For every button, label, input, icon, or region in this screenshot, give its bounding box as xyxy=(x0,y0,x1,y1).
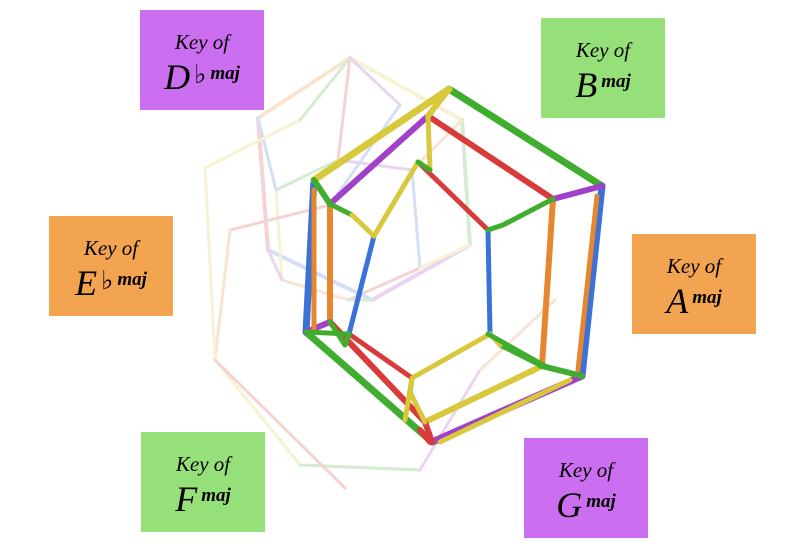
key-box-e-flat-major: Key of E♭maj xyxy=(49,216,173,316)
flat-sign: ♭ xyxy=(101,266,114,295)
ghost-edge xyxy=(298,56,352,122)
ghost-edge xyxy=(266,248,284,282)
key-prefix: Key of xyxy=(83,236,139,260)
ghost-edge xyxy=(256,116,270,252)
connector-edge xyxy=(550,183,605,202)
connector-edge xyxy=(425,86,452,119)
prism-edge xyxy=(485,331,548,369)
key-note: A xyxy=(666,281,689,321)
middle-edge xyxy=(327,113,431,207)
inner-edge xyxy=(415,159,491,233)
connector-edge xyxy=(327,201,355,218)
key-quality: maj xyxy=(117,269,147,290)
middle-edge xyxy=(327,319,428,425)
outer-edge xyxy=(445,85,606,190)
ghost-edge xyxy=(203,118,302,170)
ghost-edge xyxy=(348,56,464,122)
prism-edge xyxy=(417,427,433,445)
ghost-frame xyxy=(203,56,557,490)
ghost-edge xyxy=(348,56,402,107)
prism-edge xyxy=(303,329,352,337)
connector-edge xyxy=(500,196,556,228)
outer-edge xyxy=(578,182,606,380)
ghost-edge xyxy=(478,298,557,372)
connector-edge xyxy=(485,222,506,233)
prism-edge xyxy=(437,377,573,445)
middle-edge xyxy=(539,196,556,369)
ghost-edge xyxy=(328,103,402,207)
middle-edge xyxy=(422,363,545,425)
key-quality: maj xyxy=(692,287,722,308)
inner-edge xyxy=(485,227,493,337)
key-note: D xyxy=(164,57,191,97)
ghost-edge xyxy=(256,56,352,120)
inner-edge xyxy=(346,331,415,381)
connector-edge xyxy=(311,177,333,207)
prism-edge xyxy=(537,363,585,379)
ghost-edge xyxy=(370,243,472,302)
connector-edge xyxy=(407,389,428,425)
inner-edge xyxy=(371,159,421,239)
ghost-edge xyxy=(274,158,340,192)
key-box-d-flat-major: Key of D♭maj xyxy=(140,10,264,110)
ghost-edge xyxy=(336,56,352,162)
key-quality: maj xyxy=(201,485,231,506)
ghost-edge xyxy=(274,188,284,282)
ghost-edge xyxy=(256,116,278,192)
key-note: E xyxy=(75,263,98,303)
key-prefix: Key of xyxy=(575,38,631,62)
key-quality: maj xyxy=(210,63,240,84)
key-quality: maj xyxy=(601,71,631,92)
ghost-edge xyxy=(418,368,482,472)
frame-edges xyxy=(302,85,606,446)
ghost-edge xyxy=(266,248,374,302)
ghost-edge xyxy=(298,463,422,472)
key-prefix: Key of xyxy=(174,30,230,54)
key-note: B xyxy=(575,65,598,105)
key-note: G xyxy=(556,485,583,525)
key-prefix: Key of xyxy=(666,254,722,278)
outer-edge xyxy=(310,85,453,184)
key-prefix: Key of xyxy=(175,452,231,476)
outer-edge xyxy=(302,328,436,446)
middle-edge xyxy=(425,113,556,202)
flat-sign: ♭ xyxy=(194,60,207,89)
key-prefix: Key of xyxy=(558,458,614,482)
inner-edge xyxy=(346,233,377,337)
ghost-edge xyxy=(213,358,302,467)
key-quality: maj xyxy=(586,491,616,512)
ghost-edge xyxy=(418,243,472,270)
connector-edge xyxy=(425,113,433,173)
connector-edge xyxy=(415,159,433,173)
ghost-edge xyxy=(410,168,422,270)
connector-edge xyxy=(349,212,377,239)
ghost-edge xyxy=(213,228,232,362)
prism-edge xyxy=(402,375,415,423)
key-note: F xyxy=(175,479,198,519)
ghost-edge xyxy=(203,166,217,362)
ghost-edge xyxy=(213,358,347,490)
prism-edge xyxy=(575,193,600,373)
inner-edge xyxy=(409,331,493,381)
